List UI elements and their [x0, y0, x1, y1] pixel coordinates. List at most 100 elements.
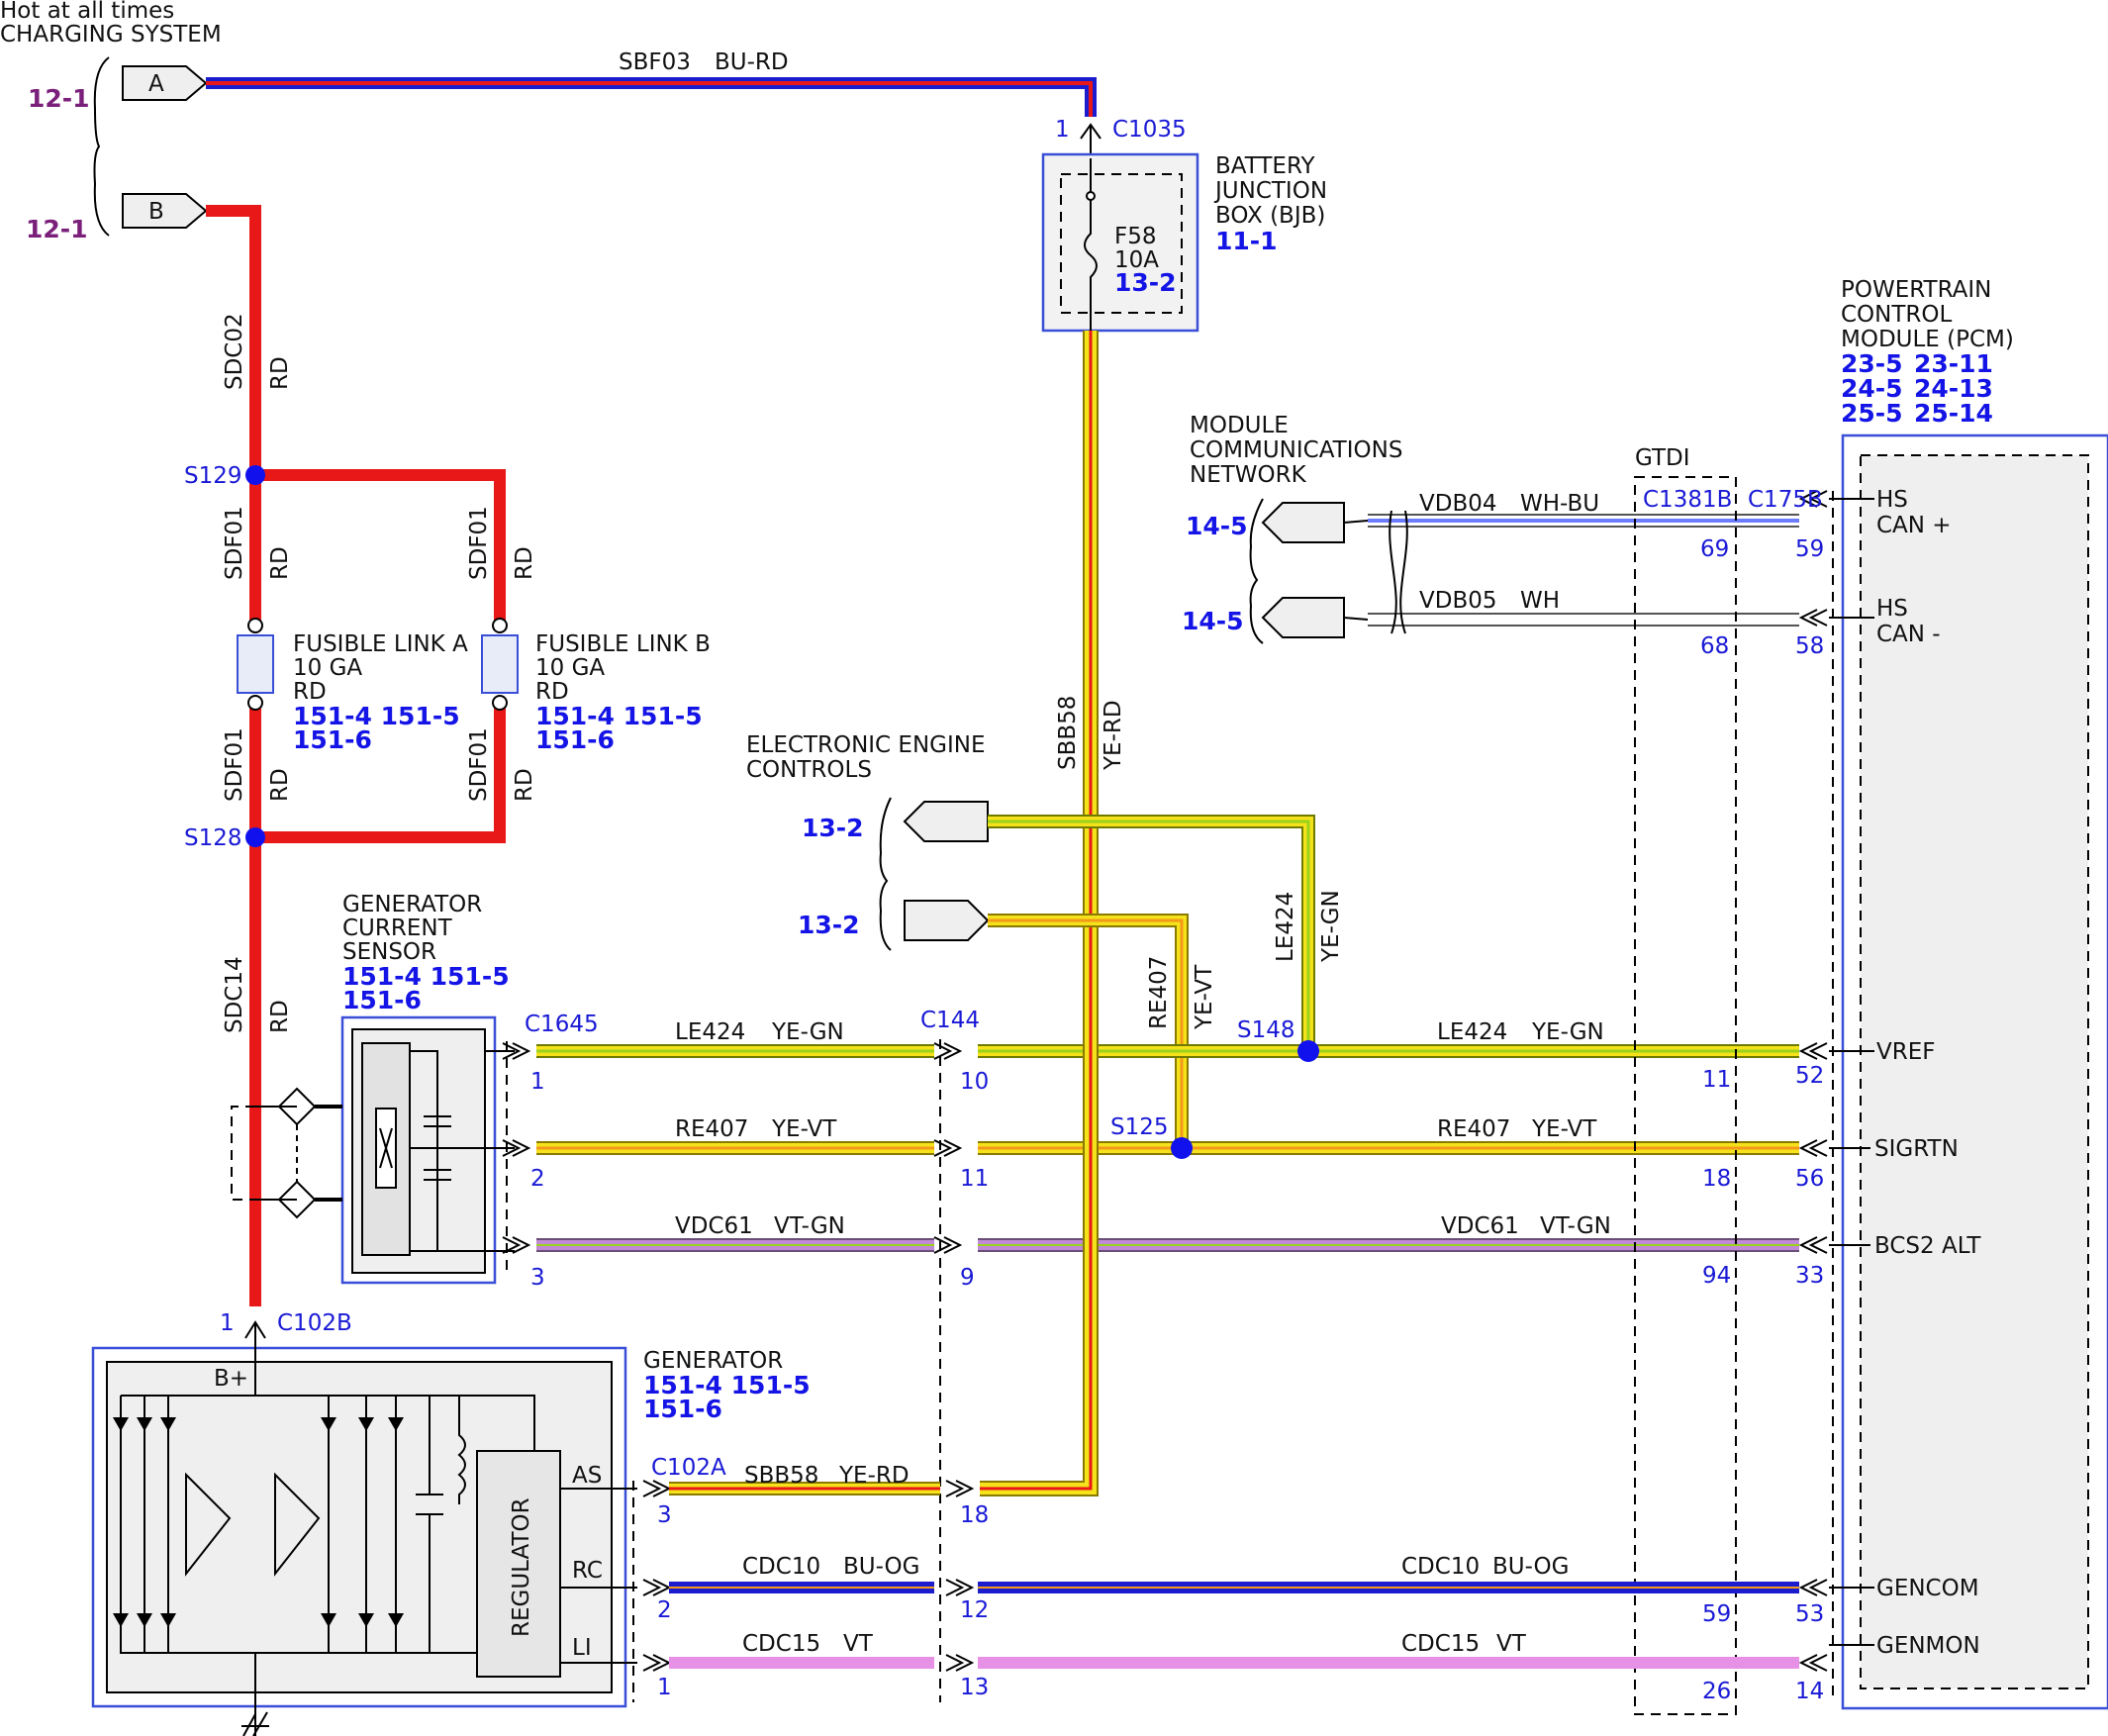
wire-vdc61-left-color: VT-GN	[774, 1213, 845, 1239]
gtdi-connector-label: C1381B	[1643, 487, 1732, 513]
c102a-label: C102A	[651, 1455, 726, 1481]
gtdi-pin-11: 11	[1702, 1067, 1731, 1093]
mcn-line2: COMMUNICATIONS	[1190, 437, 1402, 463]
connector-c102a: C102A 3 2 1 18 12 13	[632, 1455, 989, 1702]
c144-pin-9: 9	[960, 1265, 975, 1291]
gtdi-pin-18: 18	[1702, 1166, 1731, 1192]
wire-re407-left-id: RE407	[675, 1116, 748, 1142]
mcn-line1: MODULE	[1190, 413, 1289, 438]
pcm-ref-r2b: 24-13	[1914, 374, 1993, 403]
wire-vdb05-color: WH	[1520, 588, 1560, 614]
bjb-rating: 10A	[1114, 247, 1159, 273]
wire-sbb58-h-id: SBB58	[744, 1463, 818, 1489]
wire-le424-horizontal: LE424 YE-GN LE424 YE-GN	[536, 1019, 1799, 1058]
wire-sdf01-3-id: SDF01	[222, 727, 247, 802]
charging-ref-b: 12-1	[26, 215, 88, 243]
fusible-a-gauge: 10 GA	[293, 655, 362, 681]
c102a-pin-2: 2	[657, 1597, 672, 1623]
pcm-pin-53: 53	[1795, 1601, 1824, 1627]
pcm-pin-can-minus: CAN -	[1876, 622, 1941, 647]
c1645-label: C1645	[525, 1012, 599, 1037]
wire-vdb04-id: VDB04	[1419, 491, 1497, 517]
generator-title: GENERATOR	[643, 1348, 783, 1374]
bjb-title2: JUNCTION	[1213, 178, 1327, 204]
header-line2: CHARGING SYSTEM	[0, 22, 222, 48]
gcs-line3: SENSOR	[342, 939, 436, 965]
wire-cdc15: CDC15 VT CDC15 VT	[669, 1631, 1799, 1669]
pcm-line2: CONTROL	[1841, 302, 1953, 328]
connector-a-label: A	[148, 71, 164, 97]
c102a-pin-3: 3	[657, 1502, 672, 1528]
mcn-ref2: 14-5	[1182, 607, 1244, 635]
c144-pin-12: 12	[960, 1597, 989, 1623]
pcm-line3: MODULE (PCM)	[1841, 327, 2014, 352]
pcm-ref-r3b: 25-14	[1914, 399, 1993, 428]
pcm-pin-14: 14	[1795, 1679, 1824, 1704]
wire-vdb04-color: WH-BU	[1520, 491, 1599, 517]
generator: B+ REGULATOR AS RC LI GENERATOR 151-4 15…	[91, 1322, 811, 1736]
connector-b: B	[122, 193, 208, 229]
pcm-pin-genmon: GENMON	[1876, 1633, 1980, 1659]
wire-sdc02-color: RD	[267, 356, 293, 390]
pcm-pin-numbers: 59 69 58 68 52 11 56 18 33 94 53 59 14 2…	[1700, 536, 1824, 1704]
fusible-link-b: FUSIBLE LINK B 10 GA RD 151-4 151-5 151-…	[481, 618, 711, 754]
pcm-pin-33: 33	[1795, 1263, 1824, 1289]
c175b-connector: C175B	[1748, 487, 1834, 1702]
wire-le424-v-id: LE424	[1273, 892, 1298, 962]
splice-s128: S128	[184, 825, 265, 851]
fusible-b-gauge: 10 GA	[535, 655, 605, 681]
bjb-ref: 11-1	[1215, 227, 1278, 255]
wire-vdb04: VDB04 WH-BU	[1368, 491, 1799, 528]
connector-a: A	[122, 65, 208, 101]
c1645-pin-3: 3	[530, 1265, 545, 1291]
wire-sbb58-vertical: SBB58 YE-RD	[980, 331, 1126, 1496]
wire-le424-v-color: YE-GN	[1318, 890, 1344, 963]
pcm-pin-bcs2alt: BCS2 ALT	[1874, 1233, 1981, 1259]
wire-cdc15-left-color: VT	[843, 1631, 874, 1657]
connector-c144: C144 10 11 9	[920, 1008, 989, 1702]
c102b-label: C102B	[277, 1310, 352, 1336]
eec-line2: CONTROLS	[746, 757, 872, 783]
wire-sdf01-4-color: RD	[512, 768, 537, 802]
wire-vdc61-right-id: VDC61	[1441, 1213, 1519, 1239]
c144-pin-18: 18	[960, 1502, 989, 1528]
wire-cdc10-left-color: BU-OG	[843, 1554, 919, 1580]
mcn-ref1: 14-5	[1186, 512, 1248, 540]
eec-line1: ELECTRONIC ENGINE	[746, 732, 986, 758]
fusible-b-refs2: 151-6	[535, 725, 615, 754]
header-line1: Hot at all times	[0, 0, 174, 24]
fusible-b-color: RD	[535, 679, 569, 705]
wire-le424-vertical: LE424 YE-GN	[988, 815, 1344, 1049]
bjb-fuse-ref: 13-2	[1114, 268, 1177, 297]
pcm-pin-can-plus: CAN +	[1876, 513, 1952, 538]
c102a-pin-1: 1	[657, 1675, 672, 1700]
charging-brace	[93, 56, 110, 237]
electronic-engine-controls: ELECTRONIC ENGINE CONTROLS 13-2 13-2	[746, 732, 990, 951]
wire-le424-right-id: LE424	[1437, 1019, 1507, 1045]
twisted-pair-icon	[1343, 510, 1408, 634]
generator-current-sensor: GENERATOR CURRENT SENSOR 151-4 151-5 151…	[340, 892, 515, 1285]
pcm-line1: POWERTRAIN	[1841, 277, 1991, 303]
wire-cdc15-right-id: CDC15	[1401, 1631, 1480, 1657]
gtdi-pin-26: 26	[1702, 1679, 1731, 1704]
charging-ref-a: 12-1	[28, 84, 90, 113]
pcm-ref-r2a: 24-5	[1841, 374, 1903, 403]
fusible-b-refs1: 151-4 151-5	[535, 702, 703, 730]
bjb-pin: 1	[1055, 117, 1070, 143]
gcs-line1: GENERATOR	[342, 892, 482, 917]
wire-vdc61-horizontal: VDC61 VT-GN VDC61 VT-GN	[536, 1213, 1799, 1252]
bjb-connector-label: C1035	[1112, 117, 1187, 143]
c144-label: C144	[920, 1008, 980, 1033]
splice-s148-label: S148	[1237, 1017, 1295, 1043]
wire-re407-left-color: YE-VT	[771, 1116, 837, 1142]
generator-terminal-rc: RC	[572, 1558, 603, 1584]
connector-c1645: C1645 1 2 3	[506, 1012, 599, 1291]
pcm-pin-vref: VREF	[1876, 1039, 1935, 1065]
c175b-label: C175B	[1748, 487, 1823, 513]
battery-junction-box: F58 10A 13-2 BATTERY JUNCTION BOX (BJB) …	[1041, 152, 1327, 333]
wire-cdc10: CDC10 BU-OG CDC10 BU-OG	[669, 1554, 1799, 1593]
splice-s129-label: S129	[184, 463, 242, 489]
generator-connector-c102b: 1 C102B	[220, 1310, 352, 1339]
fusible-link-a: FUSIBLE LINK A 10 GA RD 151-4 151-5 151-…	[237, 618, 468, 754]
